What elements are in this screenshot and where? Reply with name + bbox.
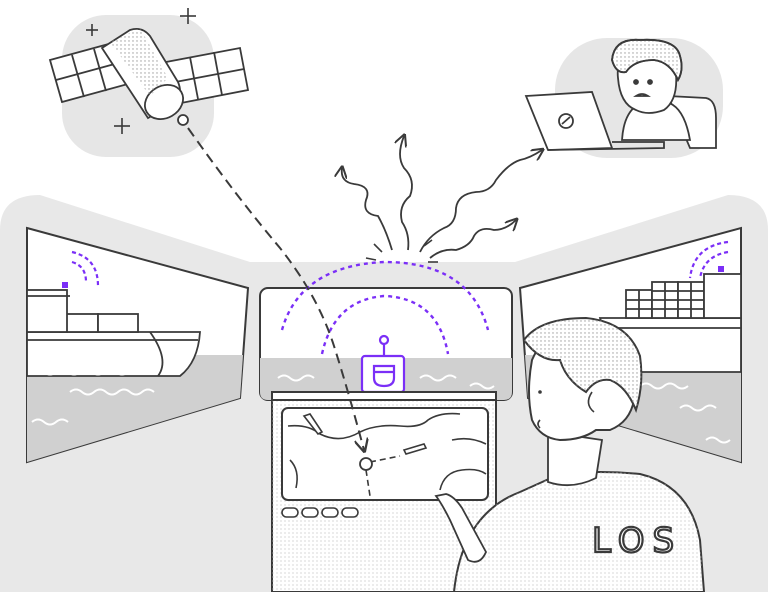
left-window (26, 226, 250, 464)
satellite-link (187, 127, 364, 450)
signal-waves-icon (71, 250, 100, 287)
signal-sparks (365, 239, 438, 263)
console-buttons (281, 507, 359, 518)
jacket-text: LOS (592, 521, 682, 561)
satellite-icon (48, 8, 250, 157)
wave-lines (31, 368, 155, 426)
remote-operator-icon (524, 38, 723, 158)
signal-arrows (342, 136, 542, 259)
chart-plotter-icon (281, 407, 489, 501)
navigator-icon: LOS (434, 316, 706, 592)
cargo-ship-icon (26, 289, 201, 377)
signal-waves-icon-right (688, 240, 729, 279)
bridge-console-icon (271, 391, 497, 592)
laptop-icon (524, 91, 665, 151)
radio-transceiver-icon (360, 334, 406, 394)
